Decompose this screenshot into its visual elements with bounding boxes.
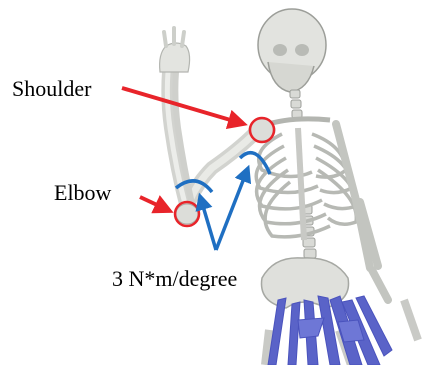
elbow-stiffness-arrow	[200, 196, 216, 250]
shoulder-label: Shoulder	[12, 78, 91, 100]
left-forearm	[167, 72, 198, 224]
left-hand	[160, 28, 190, 72]
skull	[258, 9, 326, 92]
shoulder-stiffness-arrow	[216, 168, 248, 250]
elbow-label: Elbow	[54, 182, 111, 204]
stiffness-label: 3 N*m/degree	[112, 268, 237, 290]
shoulder-pointer-arrow	[122, 88, 244, 124]
elbow-pointer-arrow	[140, 197, 170, 211]
